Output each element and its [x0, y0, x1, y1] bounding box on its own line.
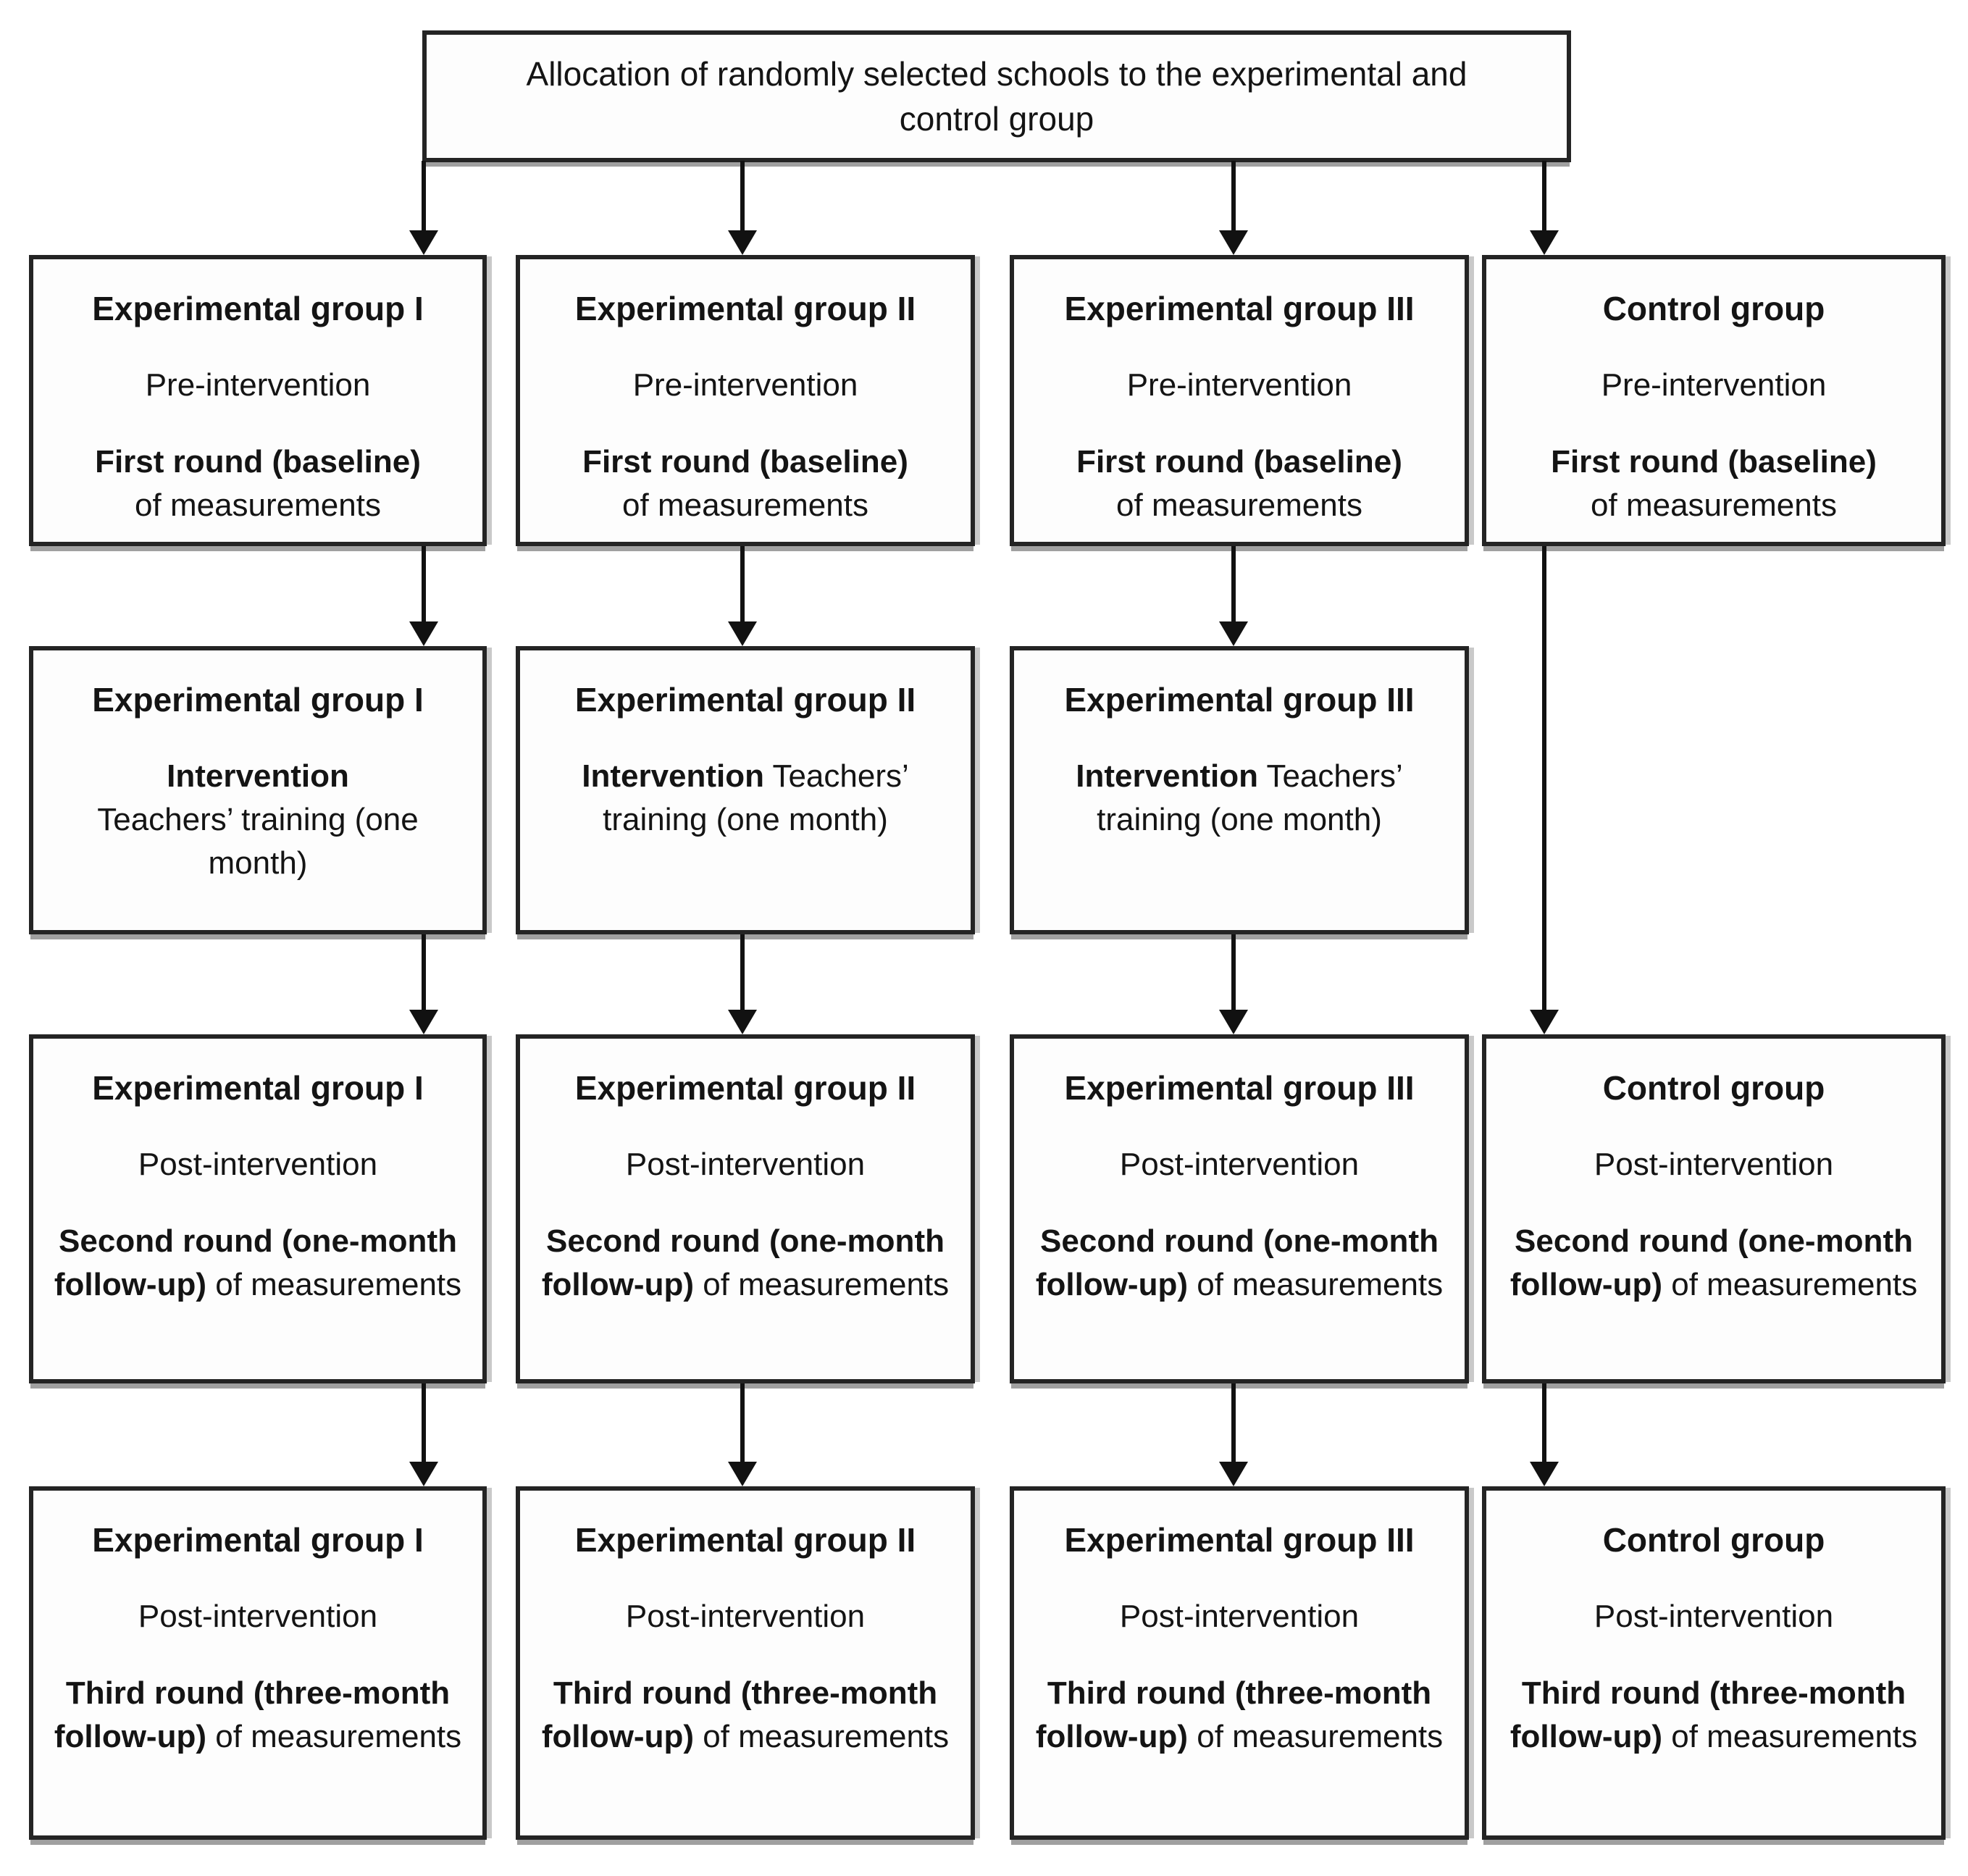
box-group2-baseline: Experimental group II Pre-intervention F… — [516, 255, 975, 546]
box-round: Third round (three-month follow-up) of m… — [541, 1675, 950, 1754]
flow-arrow-stem — [740, 161, 745, 235]
box-group1-third-round: Experimental group I Post-intervention T… — [29, 1486, 487, 1840]
arrow-down-icon — [728, 1462, 757, 1486]
box-group2-third-round: Experimental group II Post-intervention … — [516, 1486, 975, 1840]
box-header: Experimental group II — [574, 1069, 916, 1107]
box-header: Experimental group II — [574, 681, 916, 719]
arrow-down-icon — [1219, 230, 1248, 255]
arrow-down-icon — [728, 1010, 757, 1034]
box-round: First round (baseline) of measurements — [95, 444, 421, 523]
arrow-down-icon — [1219, 1462, 1248, 1486]
box-header: Experimental group I — [92, 1521, 424, 1559]
box-header: Experimental group III — [1064, 290, 1415, 327]
box-header: Control group — [1602, 290, 1825, 327]
arrow-down-icon — [1219, 1010, 1248, 1034]
box-group3-second-round: Experimental group III Post-intervention… — [1010, 1034, 1469, 1383]
box-header: Experimental group III — [1064, 681, 1415, 719]
arrow-down-icon — [409, 1462, 438, 1486]
box-round: Third round (three-month follow-up) of m… — [1510, 1675, 1918, 1754]
box-header: Experimental group II — [574, 1521, 916, 1559]
box-group3-third-round: Experimental group III Post-intervention… — [1010, 1486, 1469, 1840]
flow-arrow-stem — [1231, 161, 1236, 235]
box-phase: Pre-intervention — [1601, 367, 1827, 403]
box-round: Third round (three-month follow-up) of m… — [54, 1675, 462, 1754]
box-header: Experimental group III — [1064, 1521, 1415, 1559]
flow-arrow-stem — [422, 546, 426, 626]
box-control-third-round: Control group Post-intervention Third ro… — [1482, 1486, 1946, 1840]
arrow-down-icon — [728, 621, 757, 646]
box-intervention: Intervention Teachers’ training (one mon… — [97, 758, 419, 881]
flow-arrow-stem — [422, 161, 426, 235]
box-phase: Pre-intervention — [1126, 367, 1352, 403]
box-header: Control group — [1602, 1069, 1825, 1107]
flow-arrow-stem — [740, 1383, 745, 1466]
box-round: Second round (one-month follow-up) of me… — [1510, 1223, 1918, 1302]
arrow-down-icon — [409, 621, 438, 646]
box-phase: Post-intervention — [1119, 1147, 1360, 1182]
box-round: First round (baseline) of measurements — [1551, 444, 1877, 523]
allocation-text: Allocation of randomly selected schools … — [526, 55, 1467, 138]
box-phase: Post-intervention — [625, 1599, 866, 1634]
flow-arrow-stem — [1231, 934, 1236, 1014]
box-group1-intervention: Experimental group I Intervention Teache… — [29, 646, 487, 934]
flow-arrow-stem — [1231, 1383, 1236, 1466]
box-group3-baseline: Experimental group III Pre-intervention … — [1010, 255, 1469, 546]
box-control-second-round: Control group Post-intervention Second r… — [1482, 1034, 1946, 1383]
arrow-down-icon — [1530, 230, 1559, 255]
box-control-baseline: Control group Pre-intervention First rou… — [1482, 255, 1946, 546]
arrow-down-icon — [409, 230, 438, 255]
arrow-down-icon — [728, 230, 757, 255]
flow-arrow-stem — [1542, 161, 1546, 235]
arrow-down-icon — [409, 1010, 438, 1034]
flow-arrow-stem — [1542, 546, 1546, 1014]
flow-arrow-stem — [422, 934, 426, 1014]
flow-arrow-stem — [1542, 1383, 1546, 1466]
box-round: Second round (one-month follow-up) of me… — [1035, 1223, 1444, 1302]
flow-arrow-stem — [740, 934, 745, 1014]
box-phase: Post-intervention — [138, 1599, 378, 1634]
box-phase: Post-intervention — [1119, 1599, 1360, 1634]
box-intervention: Intervention Teachers’ training (one mon… — [582, 758, 909, 837]
box-round: Third round (three-month follow-up) of m… — [1035, 1675, 1444, 1754]
box-header: Experimental group I — [92, 290, 424, 327]
box-group1-second-round: Experimental group I Post-intervention S… — [29, 1034, 487, 1383]
box-phase: Post-intervention — [1594, 1599, 1834, 1634]
box-round: Second round (one-month follow-up) of me… — [54, 1223, 462, 1302]
box-group2-intervention: Experimental group II Intervention Teach… — [516, 646, 975, 934]
box-header: Experimental group III — [1064, 1069, 1415, 1107]
flow-arrow-stem — [422, 1383, 426, 1466]
flow-arrow-stem — [1231, 546, 1236, 626]
box-allocation: Allocation of randomly selected schools … — [422, 30, 1571, 162]
arrow-down-icon — [1219, 621, 1248, 646]
box-group2-second-round: Experimental group II Post-intervention … — [516, 1034, 975, 1383]
box-phase: Pre-intervention — [632, 367, 858, 403]
box-group1-baseline: Experimental group I Pre-intervention Fi… — [29, 255, 487, 546]
box-intervention: Intervention Teachers’ training (one mon… — [1076, 758, 1403, 837]
box-round: Second round (one-month follow-up) of me… — [541, 1223, 950, 1302]
box-phase: Pre-intervention — [145, 367, 371, 403]
box-phase: Post-intervention — [138, 1147, 378, 1182]
box-header: Experimental group II — [574, 290, 916, 327]
box-round: First round (baseline) of measurements — [1076, 444, 1402, 523]
flow-arrow-stem — [740, 546, 745, 626]
arrow-down-icon — [1530, 1010, 1559, 1034]
box-header: Control group — [1602, 1521, 1825, 1559]
box-round: First round (baseline) of measurements — [582, 444, 908, 523]
box-phase: Post-intervention — [625, 1147, 866, 1182]
arrow-down-icon — [1530, 1462, 1559, 1486]
box-group3-intervention: Experimental group III Intervention Teac… — [1010, 646, 1469, 934]
box-phase: Post-intervention — [1594, 1147, 1834, 1182]
box-header: Experimental group I — [92, 1069, 424, 1107]
box-header: Experimental group I — [92, 681, 424, 719]
